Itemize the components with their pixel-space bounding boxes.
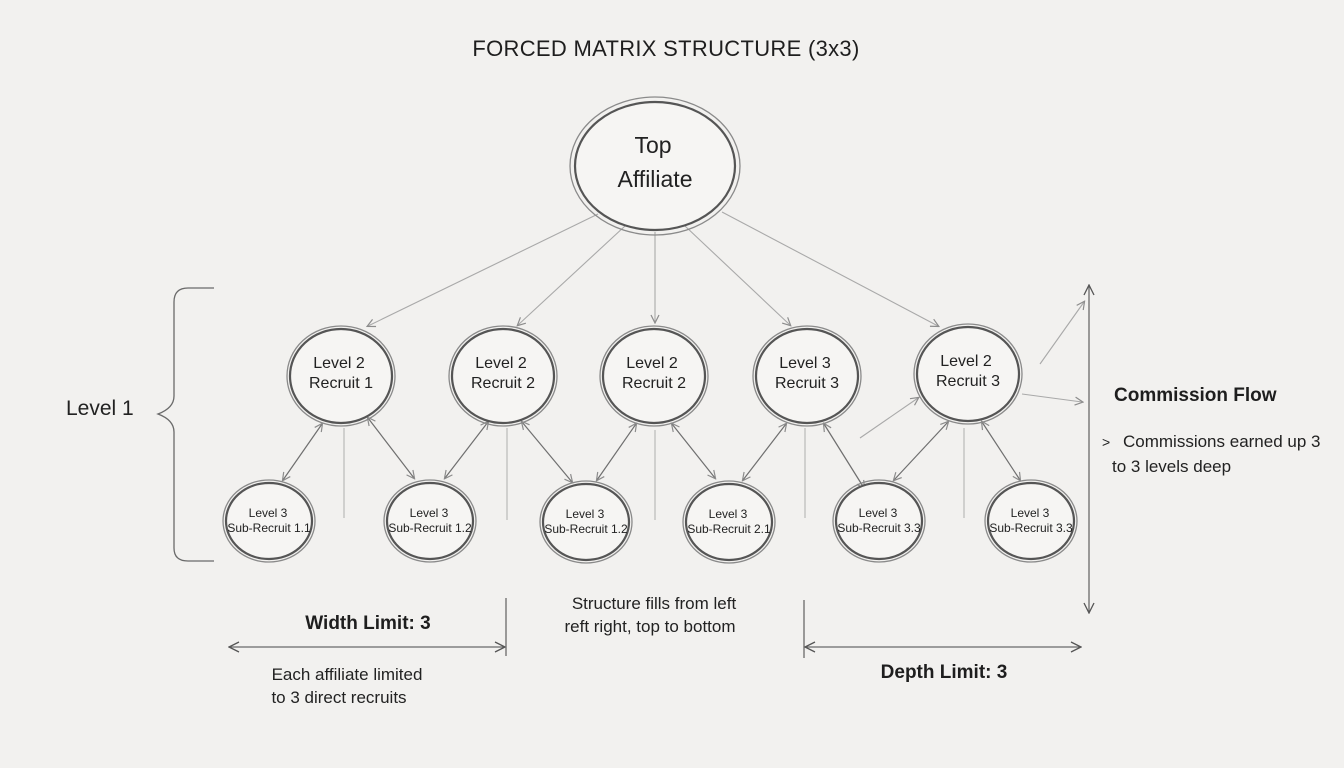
level2-to-level3-edges (283, 302, 1084, 520)
commission-flow: Commission Flow > Commissions earned up … (1102, 385, 1320, 476)
level3-node-line1: Level 3 (709, 507, 748, 521)
edge-recruit-3b-upward (1039, 302, 1084, 365)
level-brace (156, 287, 214, 562)
level3-node-line1: Level 3 (859, 506, 898, 520)
level3-node-line2: Sub-Recruit 3.3 (837, 521, 921, 535)
level2-node-line1: Level 2 (626, 355, 678, 372)
width-limit-label: Width Limit: 3 (305, 613, 430, 634)
edge-recruit-3a-to-sub-3-3a (824, 424, 864, 488)
edge-sub-to-recruit-3b (859, 398, 918, 439)
level3-node-line1: Level 3 (566, 507, 605, 521)
edge-recruit-2a-to-sub-1-2 (445, 422, 488, 478)
level2-node-line1: Level 2 (940, 353, 992, 370)
width-limit-desc-line1: Each affiliate limited (272, 665, 423, 684)
level2-node: Level 2 Recruit 2 (448, 325, 558, 427)
level3-node: Level 3 Sub-Recruit 3.3 (984, 479, 1078, 563)
top-affiliate-node: Top Affiliate (569, 96, 741, 236)
level-label: Level 1 (66, 397, 134, 420)
edge-recruit-2a-to-sub-1-2b (522, 422, 572, 482)
top-to-level2-edges (368, 211, 938, 326)
edge-top-to-recruit-2a (518, 225, 626, 325)
level3-node: Level 3 Sub-Recruit 1.2 (539, 480, 633, 564)
commission-line1: Commissions earned up 3 (1123, 432, 1320, 451)
level2-node-line2: Recruit 2 (471, 375, 535, 392)
level3-node-line1: Level 3 (410, 506, 449, 520)
level2-nodes: Level 2 Recruit 1 Level 2 Recruit 2 Leve… (286, 323, 1023, 427)
width-limit-desc-line2: to 3 direct recruits (271, 688, 406, 707)
top-node-line2: Affiliate (617, 166, 692, 192)
commission-bullet-icon: > (1102, 434, 1110, 450)
edge-recruit-3b-right (1021, 393, 1082, 402)
level2-node-line1: Level 2 (475, 355, 527, 372)
level3-nodes: Level 3 Sub-Recruit 1.1 Level 3 Sub-Recr… (222, 479, 1078, 564)
edge-recruit-1-to-sub-1-1 (283, 424, 322, 480)
fill-note: Structure fills from left reft right, to… (564, 594, 736, 636)
level2-node-line1: Level 3 (779, 355, 831, 372)
level3-node: Level 3 Sub-Recruit 3.3 (832, 479, 926, 563)
edge-top-to-recruit-3a (684, 225, 790, 325)
level2-node-line1: Level 2 (313, 355, 365, 372)
edge-recruit-1-to-sub-1-2 (368, 418, 414, 478)
fill-note-line1: Structure fills from left (572, 594, 737, 613)
edge-recruit-2b-to-sub-2-1 (672, 424, 715, 478)
level2-node-line2: Recruit 3 (775, 375, 839, 392)
level3-node: Level 3 Sub-Recruit 2.1 (682, 480, 776, 564)
level3-node-line2: Sub-Recruit 1.2 (544, 522, 628, 536)
edge-recruit-3b-to-sub-3-3a (894, 422, 948, 480)
depth-limit-label: Depth Limit: 3 (881, 662, 1008, 683)
level3-node-line2: Sub-Recruit 1.2 (388, 521, 472, 535)
edge-top-to-recruit-1 (368, 213, 599, 326)
commission-line2: to 3 levels deep (1112, 457, 1231, 476)
level3-node: Level 3 Sub-Recruit 1.1 (222, 479, 316, 563)
level3-node-line1: Level 3 (249, 506, 288, 520)
level3-node-line1: Level 3 (1011, 506, 1050, 520)
commission-title: Commission Flow (1114, 385, 1277, 406)
edge-recruit-3a-to-sub-2-1 (743, 424, 786, 480)
level3-node: Level 3 Sub-Recruit 1.2 (383, 479, 477, 563)
width-limit-annotation: Width Limit: 3 Each affiliate limited to… (230, 598, 507, 707)
level2-node-line2: Recruit 1 (309, 375, 373, 392)
top-node-line1: Top (634, 132, 671, 158)
fill-note-line2: reft right, top to bottom (564, 617, 735, 636)
level3-node-line2: Sub-Recruit 3.3 (989, 521, 1073, 535)
diagram-title: FORCED MATRIX STRUCTURE (3x3) (472, 36, 859, 61)
level2-node: Level 2 Recruit 2 (599, 325, 709, 427)
level3-node-line2: Sub-Recruit 2.1 (687, 522, 771, 536)
edge-recruit-3b-to-sub-3-3b (982, 422, 1020, 480)
level2-node: Level 2 Recruit 3 (913, 323, 1023, 425)
level2-node: Level 3 Recruit 3 (752, 325, 862, 427)
level3-node-line2: Sub-Recruit 1.1 (227, 521, 311, 535)
level2-node-line2: Recruit 2 (622, 375, 686, 392)
level2-node-line2: Recruit 3 (936, 373, 1000, 390)
depth-limit-annotation: Depth Limit: 3 (803, 600, 1080, 683)
edge-top-to-recruit-3b (721, 211, 938, 326)
edge-recruit-2b-to-sub-1-2b (597, 424, 636, 480)
level2-node: Level 2 Recruit 1 (286, 325, 396, 427)
